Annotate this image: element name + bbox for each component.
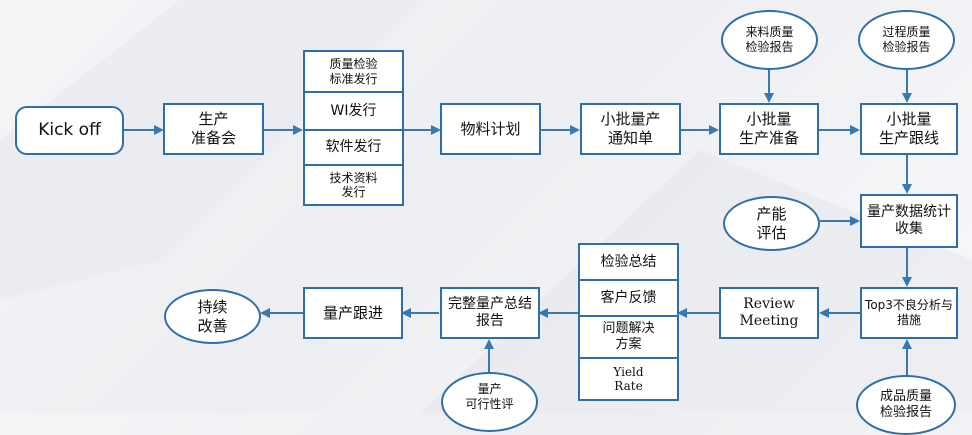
mass-summary-report-node: 完整量产总结 报告 xyxy=(440,287,540,339)
summary-yield-rate: Yield Rate xyxy=(613,364,644,393)
mass-follow-node: 量产跟进 xyxy=(303,287,403,339)
continuous-improvement-node: 持续 改善 xyxy=(164,289,261,344)
review-meeting-node: Review Meeting xyxy=(719,287,819,339)
release-quality-standard: 质量检验 标准发行 xyxy=(305,52,402,93)
summary-inspection: 检验总结 xyxy=(580,245,677,281)
release-tech-docs: 技术资料 发行 xyxy=(329,170,378,199)
small-batch-track-node: 小批量 生产跟线 xyxy=(860,103,958,155)
summary-problem-solution: 问题解决 方案 xyxy=(580,317,677,359)
prep-meeting-node: 生产 准备会 xyxy=(163,103,264,155)
summary-stack: 检验总结 客户反馈 问题解决 方案 Yield Rate xyxy=(578,243,679,401)
finished-quality-report: 成品质量 检验报告 xyxy=(856,375,956,435)
release-software: 软件发行 xyxy=(305,131,402,166)
mass-feasibility-node: 量产 可行性评 xyxy=(441,372,538,432)
small-batch-prep-node: 小批量 生产准备 xyxy=(719,103,819,155)
release-stack: 质量检验 标准发行 WI发行 软件发行 技术资料 发行 xyxy=(303,50,404,206)
capacity-eval-node: 产能 评估 xyxy=(723,196,820,251)
release-wi: WI发行 xyxy=(305,93,402,131)
top3-analysis-node: Top3不良分析与 措施 xyxy=(860,287,958,339)
incoming-quality-report: 来料质量 检验报告 xyxy=(721,10,818,70)
kickoff-node: Kick off xyxy=(15,106,124,155)
flow-connectors xyxy=(124,70,912,378)
materials-plan-node: 物料计划 xyxy=(440,103,541,155)
summary-customer-feedback: 客户反馈 xyxy=(580,281,677,317)
small-batch-notice-node: 小批量产 通知单 xyxy=(580,103,681,155)
mass-stats-node: 量产数据统计 收集 xyxy=(860,194,958,248)
process-quality-report: 过程质量 检验报告 xyxy=(858,10,955,70)
